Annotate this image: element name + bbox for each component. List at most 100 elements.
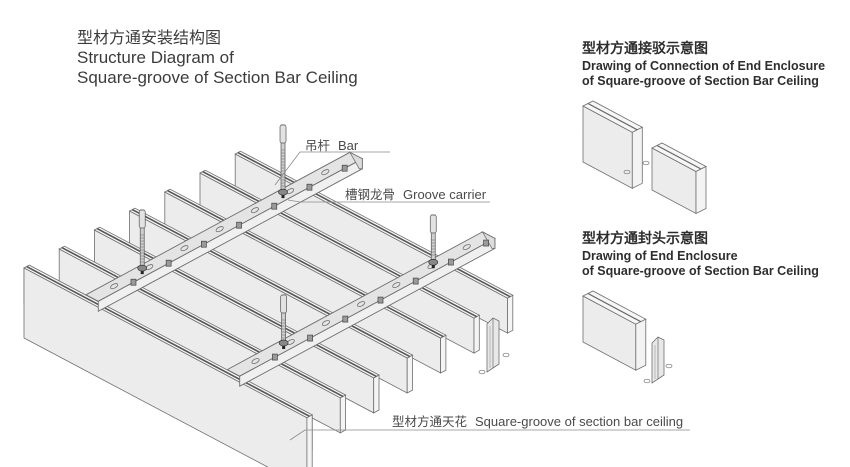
callout-ceiling-zh: 型材方通天花 [392,414,468,429]
block-end [695,165,707,215]
rod-nut [278,188,288,196]
main-title-zh: 型材方通安装结构图 [77,28,222,47]
callout-ceiling-en: Square-groove of section bar ceiling [475,414,684,429]
end-cap-main [478,317,510,375]
rod-bolt [140,271,144,275]
panel-clip [342,315,349,323]
groove-carrier [226,230,496,387]
panel-clip [412,277,419,285]
end-cap [651,336,665,384]
carrier-slot [215,226,224,233]
callout-carrier-zh: 槽钢龙骨 [345,187,396,202]
panel-clip [130,278,137,286]
carrier-slot [250,207,259,214]
panel-clip [483,239,489,247]
screw-icon [642,160,650,166]
panel-groove [26,265,310,418]
rod-bolt [282,346,286,350]
block-groove [587,292,642,323]
hanger-rod [137,209,148,275]
carrier-slot [357,301,366,308]
screw-icon [478,369,486,375]
panel-clip [341,164,348,172]
panel-groove [61,246,344,398]
block-end [631,126,643,189]
leader-bar [274,151,390,186]
hanger-rod [278,124,288,199]
connection-title: 型材方通接驳示意图 Drawing of Connection of End E… [582,40,825,89]
carrier-slot [180,245,189,252]
end-cap [486,317,500,373]
panel-end-face [440,334,447,374]
leader-ceiling [289,429,690,441]
end-enclosure-drawing [582,290,673,384]
carrier-slot [110,283,119,290]
panel-groove [131,208,411,358]
callout-bar-en: Bar [338,138,359,153]
groove-carriers [84,151,496,387]
main-title-en-2: Square-groove of Section Bar Ceiling [77,68,358,87]
rod-top-fitting [138,209,146,229]
connection-panel-left [582,100,644,189]
end-enclosure-title-en-1: Drawing of End Enclosure [582,249,738,263]
carrier-slot [321,169,330,176]
panel-clip [306,183,313,191]
rod-nut [137,264,148,272]
rod-top-fitting [279,124,287,144]
panel-end-face [507,294,514,334]
panel-end-face [406,354,413,394]
carrier-slot [392,282,401,289]
screw-icon [643,378,651,384]
connection-panel-right [651,142,707,215]
leader-lines [274,151,690,441]
callout-carrier-en: Groove carrier [403,187,487,202]
carrier-slot [321,320,330,327]
hanger-rod [278,294,289,350]
screw-icon [665,363,673,369]
panel-clip [236,221,242,229]
screw-icon [502,352,510,358]
panel-clip [201,240,207,248]
screw-icon [623,169,631,175]
rod-bolt [281,195,285,199]
end-enclosure-title-en-2: of Square-groove of Section Bar Ceiling [582,264,819,278]
rod-top-fitting [280,294,288,314]
end-enclosure-panel [582,290,647,371]
callout-bar: 吊杆 Bar [305,135,358,154]
panel-clip [165,259,172,267]
rod-nut [278,339,289,347]
main-title-en-1: Structure Diagram of [77,48,234,67]
rod-top-fitting [429,214,437,234]
carrier-slot [462,244,471,251]
callout-bar-zh: 吊杆 [305,138,331,153]
connection-title-zh: 型材方通接驳示意图 [582,41,708,57]
rod-nut [428,258,439,266]
panel-groove [202,170,478,318]
panel-clip [377,296,384,304]
groove-carrier [84,151,364,313]
panel-groove [167,189,444,338]
block-groove [587,102,638,131]
panel-clip [272,353,278,361]
panel-clip [307,334,313,342]
hanger-rod [428,214,439,269]
panel-end-face [339,394,347,434]
leader-carrier [287,199,490,203]
callout-ceiling: 型材方通天花 Square-groove of section bar ceili… [392,411,683,430]
hanger-rods [137,124,439,350]
panel-end-face [373,374,380,414]
connection-title-en-2: of Square-groove of Section Bar Ceiling [582,74,819,88]
rod-bolt [431,265,435,269]
callout-groove-carrier: 槽钢龙骨 Groove carrier [345,184,486,203]
panel-clip [448,258,454,266]
end-enclosure-title-zh: 型材方通封头示意图 [582,231,708,247]
end-enclosure-title: 型材方通封头示意图 Drawing of End Enclosure of Sq… [582,230,819,279]
panel-face-front [23,267,308,467]
carrier-end [348,151,363,170]
carrier-slot [251,358,260,365]
block-groove [656,144,702,170]
panel-clip [271,202,278,210]
connection-title-en-1: Drawing of Connection of End Enclosure [582,59,826,73]
main-title: 型材方通安装结构图 Structure Diagram of Square-gr… [77,28,358,88]
